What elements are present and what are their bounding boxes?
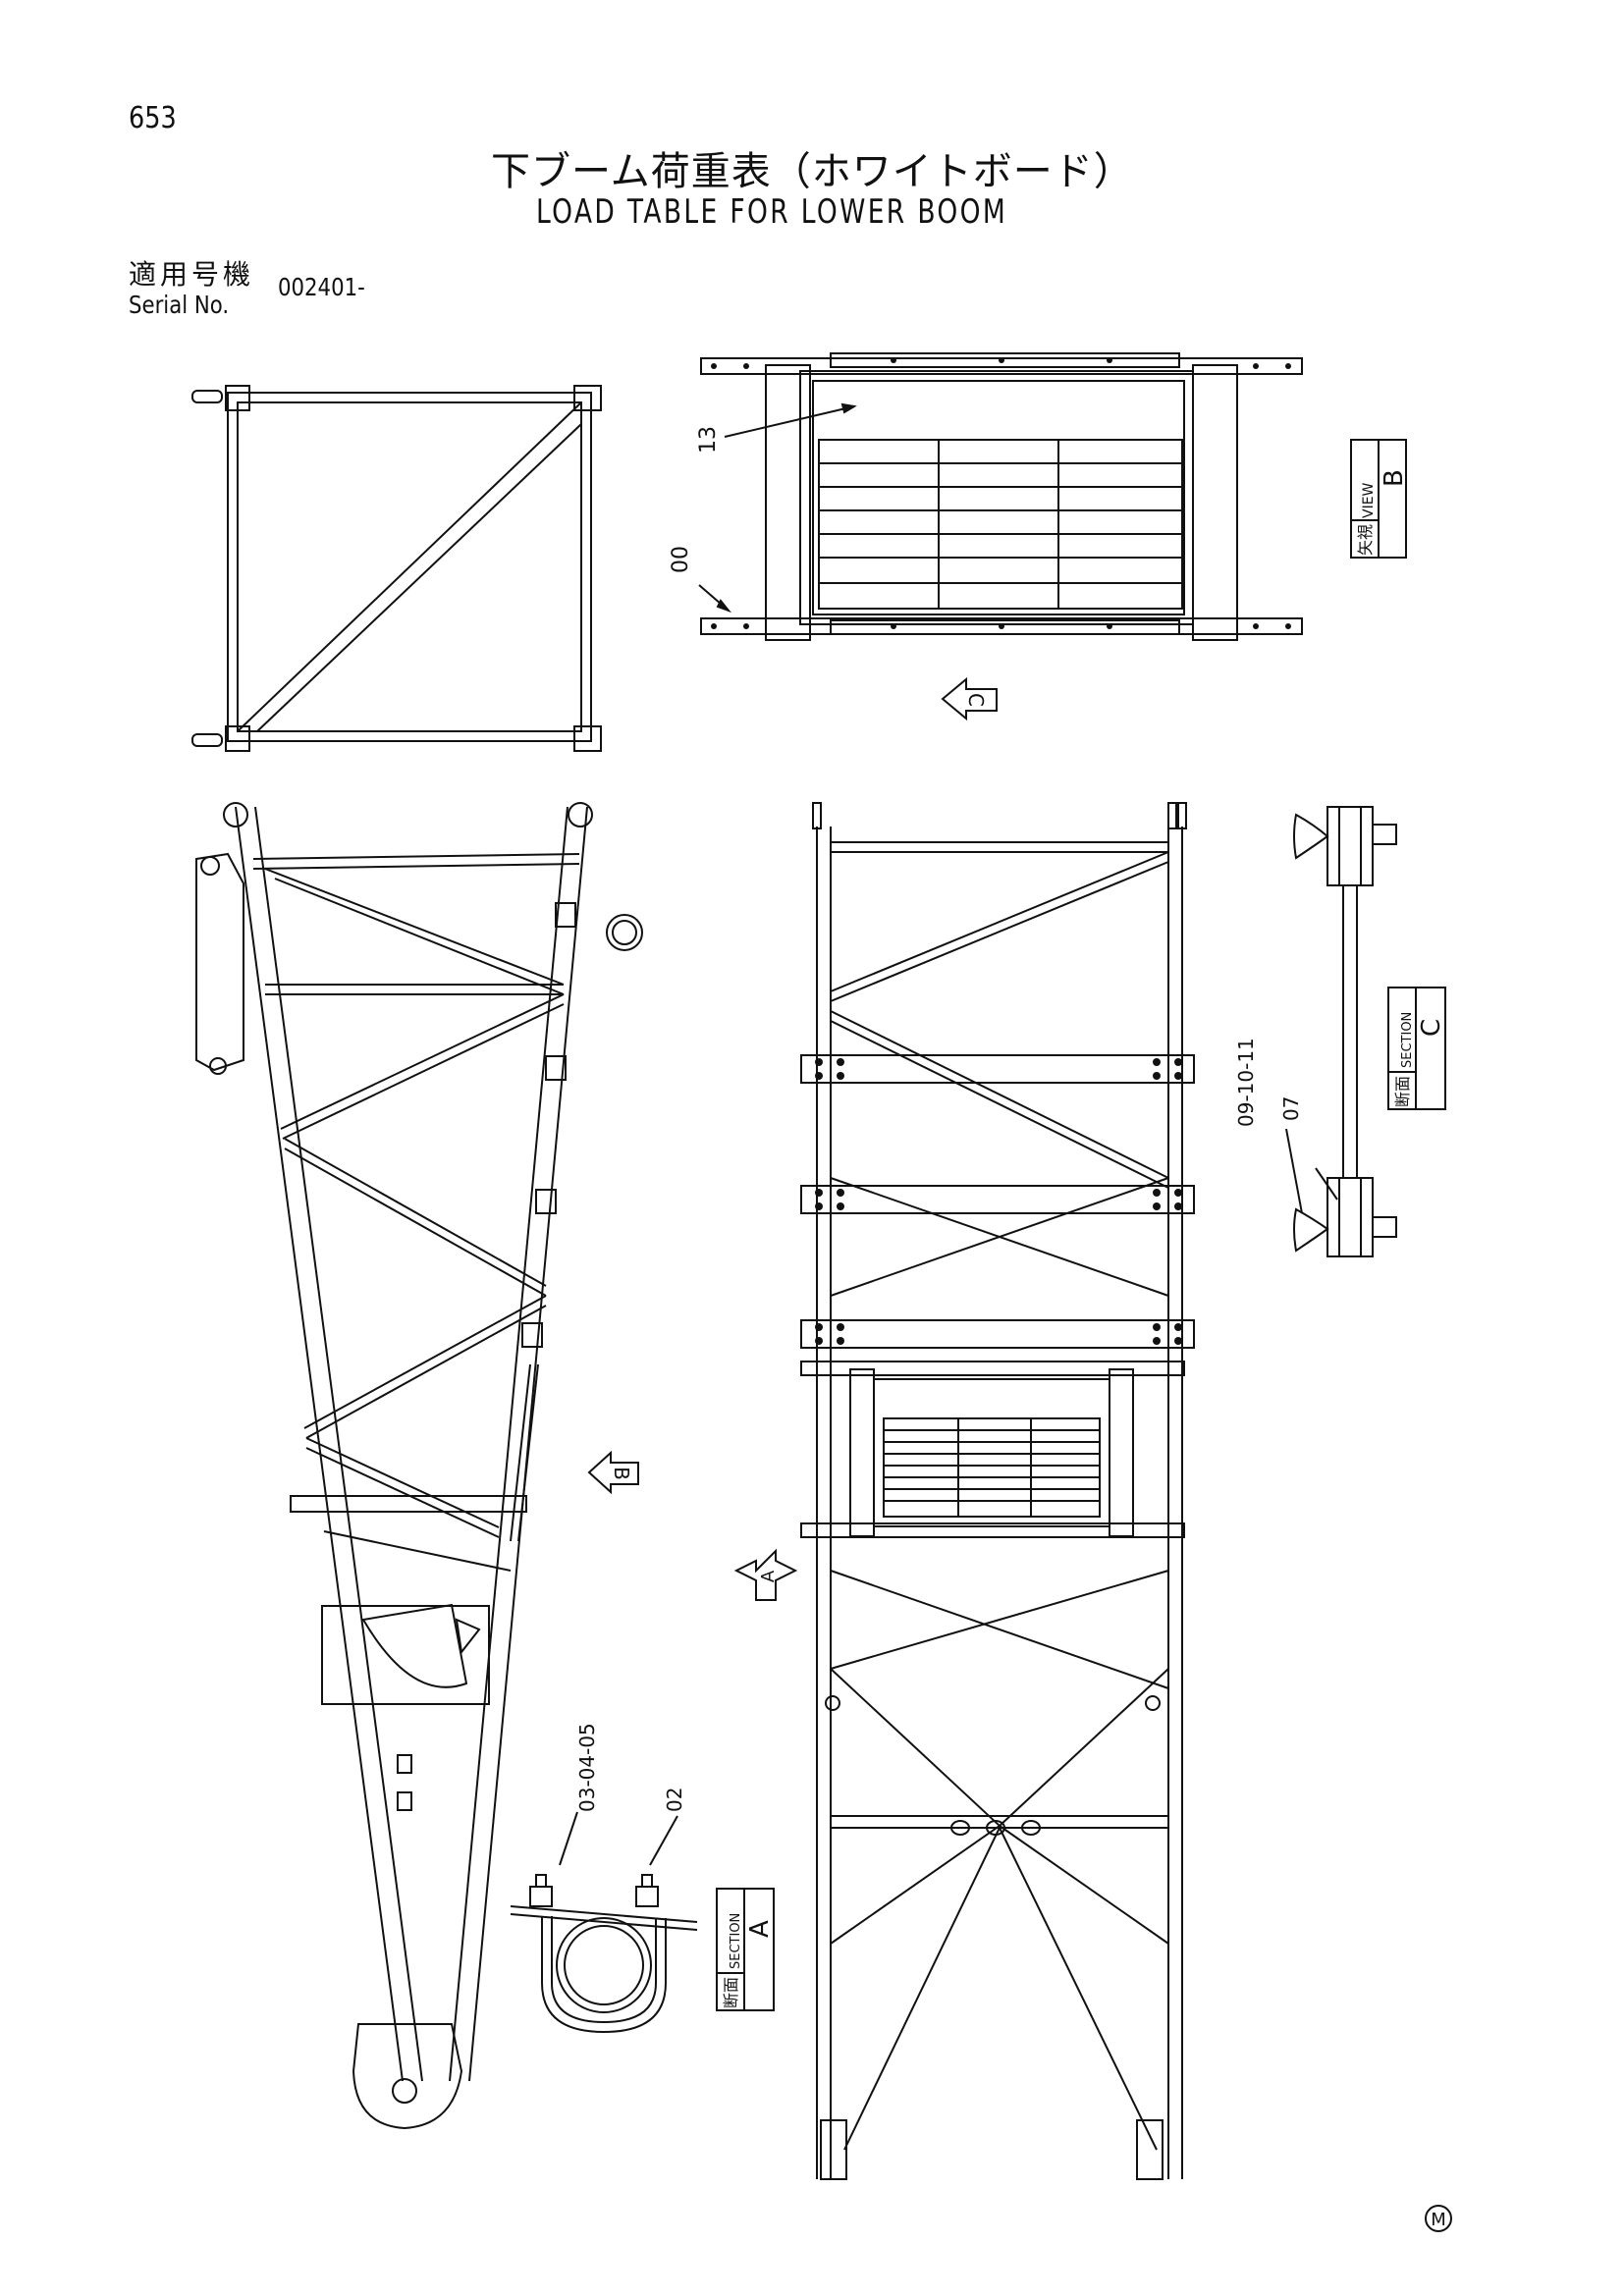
callout-09-10-11: 09-10-11 (1234, 1038, 1258, 1127)
arrow-marker-c: C (941, 676, 998, 721)
svg-text:SECTION: SECTION (729, 1913, 743, 1969)
serial-number-value: 002401- (278, 273, 365, 301)
section-c-label: 断面 SECTION C (1387, 987, 1446, 1110)
boom-side-view: B (195, 802, 643, 2130)
svg-text:A: A (758, 1570, 779, 1582)
callout-13: 13 (696, 426, 721, 454)
page-title-english: LOAD TABLE FOR LOWER BOOM (536, 192, 1008, 232)
serial-label-japanese: 適用号機 (129, 258, 255, 291)
svg-text:C: C (964, 693, 988, 707)
callout-07: 07 (1279, 1096, 1303, 1121)
svg-text:VIEW: VIEW (1361, 482, 1377, 518)
svg-text:断面: 断面 (722, 1977, 740, 2008)
section-a-detail (510, 1811, 698, 2034)
top-frame-view (191, 385, 602, 752)
arrow-marker-b: B (587, 1450, 639, 1495)
arrow-marker-a: A (733, 1548, 798, 1601)
callout-03-04-05: 03-04-05 (575, 1723, 599, 1812)
section-c-detail (1285, 806, 1397, 1257)
svg-text:断面: 断面 (1393, 1076, 1412, 1107)
page-number: 653 (129, 101, 177, 135)
footer-mark: M (1425, 2205, 1452, 2232)
page-title-japanese: 下ブーム荷重表（ホワイトボード） (491, 149, 1134, 194)
view-b-label: 矢視 VIEW B (1350, 439, 1409, 559)
boom-front-view: A (733, 802, 1195, 2180)
view-b-whiteboard: C (698, 352, 1303, 721)
svg-text:M: M (1431, 2210, 1446, 2230)
section-a-label: 断面 SECTION A (716, 1888, 775, 2011)
svg-text:B: B (610, 1467, 633, 1480)
svg-text:矢視: 矢視 (1356, 524, 1375, 556)
callout-00: 00 (669, 546, 693, 573)
svg-text:B: B (1380, 469, 1409, 487)
svg-text:SECTION: SECTION (1400, 1012, 1415, 1068)
serial-label-english: Serial No. (129, 291, 230, 319)
svg-text:C: C (1417, 1019, 1446, 1037)
svg-text:A: A (745, 1920, 775, 1938)
callout-02: 02 (663, 1788, 686, 1812)
